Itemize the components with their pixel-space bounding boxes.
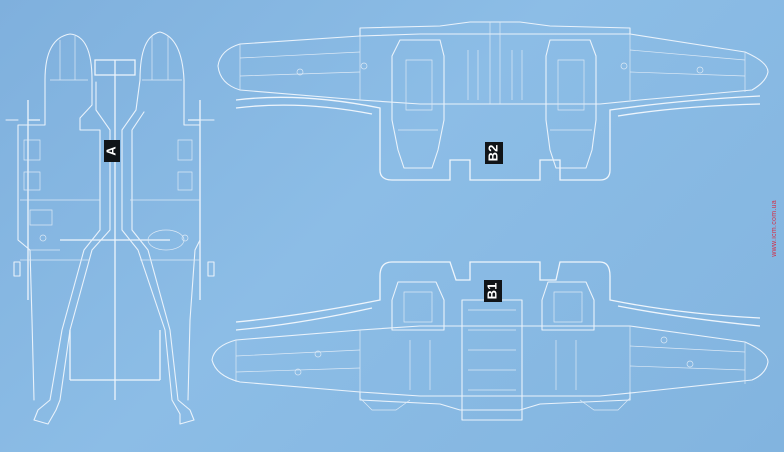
sprue-b2-frame (235, 95, 761, 181)
lower-nacelle-left (391, 281, 445, 331)
tail-boom-right (121, 31, 215, 425)
tail-boom-left (5, 33, 111, 425)
sprue-a-frame (27, 59, 201, 400)
belly-panel (461, 299, 523, 421)
lower-wing (211, 281, 769, 421)
label-b2-text: B2 (485, 145, 500, 162)
lower-nacelle-right (541, 281, 595, 331)
label-a: A (103, 140, 120, 162)
sprue-b1-frame (235, 261, 761, 331)
engine-nacelle-left (391, 39, 445, 169)
label-b1-text: B1 (484, 283, 499, 300)
upper-wing (217, 21, 769, 169)
label-b2: B2 (485, 142, 503, 164)
label-a-text: A (103, 146, 118, 156)
website-url: www.icm.com.ua (771, 200, 778, 257)
engine-nacelle-right (545, 39, 597, 169)
label-b1: B1 (484, 280, 502, 302)
